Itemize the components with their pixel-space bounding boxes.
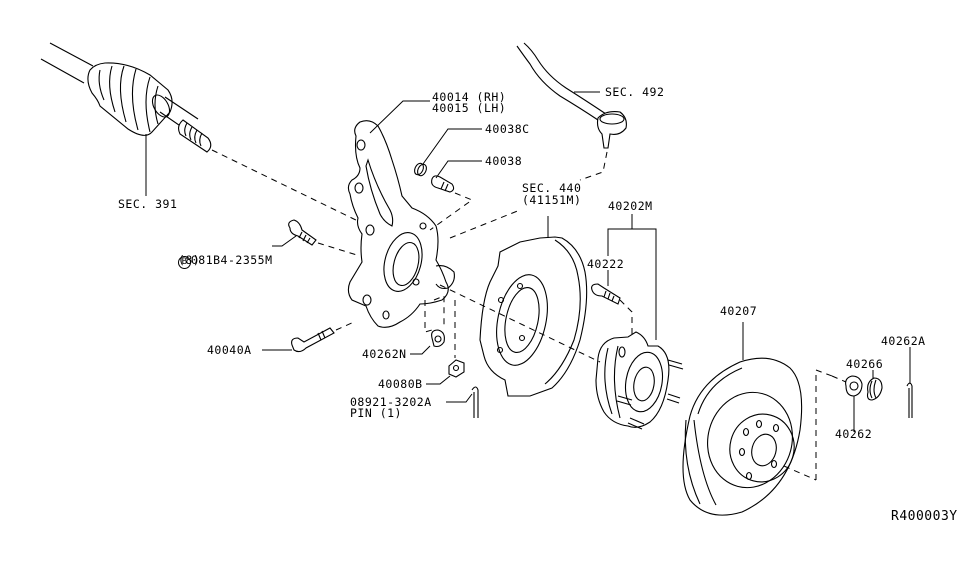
diagram-reference-code: R400003Y xyxy=(891,509,958,524)
label-sec-391[interactable]: SEC. 391 xyxy=(118,197,178,211)
label-40262n[interactable]: 40262N xyxy=(362,347,407,361)
bolt-40038[interactable] xyxy=(429,160,482,231)
label-40262[interactable]: 40262 xyxy=(835,427,873,441)
label-40207[interactable]: 40207 xyxy=(720,304,758,318)
label-40266[interactable]: 40266 xyxy=(846,357,884,371)
label-40038[interactable]: 40038 xyxy=(485,154,523,168)
drive-shaft[interactable] xyxy=(40,42,361,223)
washer-40038c[interactable] xyxy=(413,128,482,177)
nut-40262n[interactable] xyxy=(410,295,445,355)
hub-bearing-assembly[interactable] xyxy=(439,214,684,430)
label-40040a[interactable]: 40040A xyxy=(207,343,252,357)
cotter-pin-40262a[interactable] xyxy=(906,347,913,418)
nut-40080b[interactable] xyxy=(426,300,465,385)
wheel-bearing-nut-40262[interactable] xyxy=(831,375,863,432)
label-pin-1: PIN (1) xyxy=(350,406,402,420)
label-40222[interactable]: 40222 xyxy=(587,257,625,271)
cotter-pin-08921[interactable] xyxy=(446,386,479,418)
part-number-081b4: 081B4-2355M xyxy=(190,253,273,267)
label-40015-lh[interactable]: 40015 (LH) xyxy=(432,101,507,115)
label-08921-3202a[interactable]: 08921-3202A xyxy=(350,395,432,409)
label-40202m[interactable]: 40202M xyxy=(608,199,653,213)
splash-shield[interactable] xyxy=(449,209,588,397)
label-qty-8: (8) xyxy=(178,253,201,267)
nut-cap-40266[interactable] xyxy=(866,370,883,401)
steering-knuckle[interactable] xyxy=(347,100,455,328)
label-40080b[interactable]: 40080B xyxy=(378,377,423,391)
label-40262a[interactable]: 40262A xyxy=(881,334,926,348)
bolt-40040a[interactable] xyxy=(262,321,355,353)
label-40038c[interactable]: 40038C xyxy=(485,122,530,136)
circled-b-badge: B xyxy=(177,256,191,269)
label-sec-492[interactable]: SEC. 492 xyxy=(605,85,665,99)
tie-rod-end[interactable] xyxy=(516,42,627,181)
bolt-081b4-2355m[interactable] xyxy=(272,219,361,257)
hub-bolt-40222[interactable] xyxy=(591,270,621,305)
label-sec-440[interactable]: SEC. 440 xyxy=(522,181,582,195)
label-41151m[interactable]: (41151M) xyxy=(522,193,582,207)
label-40014-rh[interactable]: 40014 (RH) xyxy=(432,90,507,104)
brake-rotor[interactable] xyxy=(682,322,833,516)
